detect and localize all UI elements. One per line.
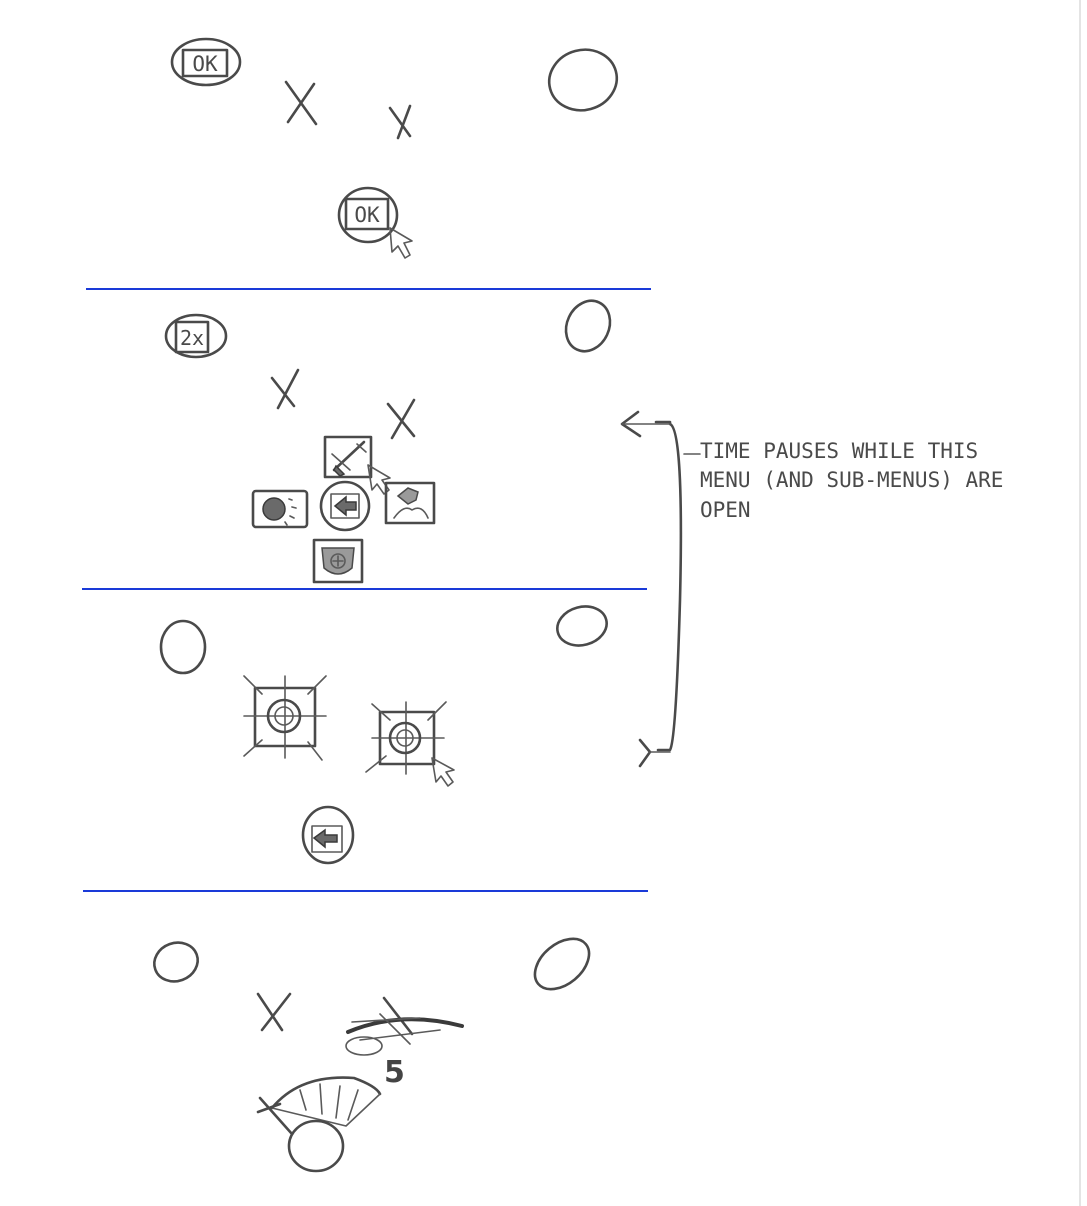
unit-circle — [159, 619, 207, 675]
ok-button-center[interactable]: OK — [337, 186, 399, 244]
panel-3 — [159, 605, 608, 865]
panel-2: 2x — [164, 299, 612, 584]
annotation-line: OPEN — [700, 498, 751, 522]
ok-button-center-label: OK — [354, 203, 380, 227]
cursor-icon — [389, 227, 413, 259]
annotation-line: TIME PAUSES WHILE THIS — [700, 439, 978, 463]
strike-effect — [345, 996, 464, 1056]
speed-button-label: 2x — [180, 326, 204, 350]
attack-sword-icon[interactable] — [323, 435, 373, 479]
speed-button[interactable]: 2x — [164, 313, 228, 359]
ok-button-corner-label: OK — [192, 52, 218, 76]
unit-circle — [556, 605, 608, 647]
panel-1: OK OK — [170, 37, 619, 259]
unit-portrait-icon[interactable] — [384, 481, 436, 525]
enemy-x-mark — [284, 80, 318, 126]
counter-label: 5 — [384, 1055, 405, 1090]
unit-circle — [547, 48, 619, 112]
back-arrow-icon[interactable] — [301, 805, 355, 865]
unit-circle — [564, 299, 612, 353]
unit-circle — [533, 937, 591, 991]
enemy-x-mark — [386, 398, 416, 440]
target-reticle-icon[interactable] — [243, 675, 327, 761]
enemy-x-mark — [256, 992, 292, 1032]
cannon-unit — [256, 1076, 382, 1173]
back-arrow-icon[interactable] — [319, 480, 371, 532]
time-pause-bracket — [620, 410, 701, 768]
shield-heal-icon[interactable] — [312, 538, 364, 584]
target-reticle-icon[interactable] — [365, 701, 447, 775]
radial-command-menu — [251, 435, 436, 584]
cursor-icon — [431, 757, 455, 787]
panel-4: 5 — [153, 937, 591, 1173]
bomb-ability-icon[interactable] — [251, 489, 309, 529]
ok-button-corner[interactable]: OK — [170, 37, 242, 87]
enemy-x-mark — [388, 104, 412, 140]
annotation-line: MENU (AND SUB-MENUS) ARE — [700, 468, 1003, 492]
enemy-x-mark — [270, 368, 300, 410]
time-pause-annotation: TIME PAUSES WHILE THIS MENU (AND SUB-MEN… — [700, 439, 1016, 522]
unit-circle — [153, 941, 199, 983]
